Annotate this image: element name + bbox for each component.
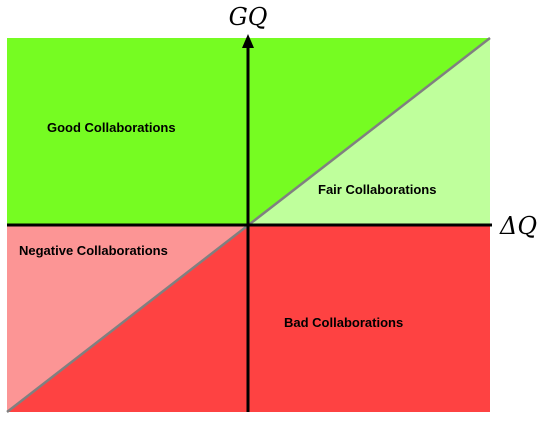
negative-collaborations-label: Negative Collaborations — [19, 243, 168, 258]
y-axis-arrowhead — [242, 34, 254, 48]
good-collaborations-label: Good Collaborations — [47, 120, 176, 135]
x-axis-label: ΔQ — [499, 212, 537, 240]
fair-collaborations-label: Fair Collaborations — [318, 182, 436, 197]
bad-collaborations-label: Bad Collaborations — [284, 315, 403, 330]
y-axis-label: GQ — [229, 3, 268, 31]
